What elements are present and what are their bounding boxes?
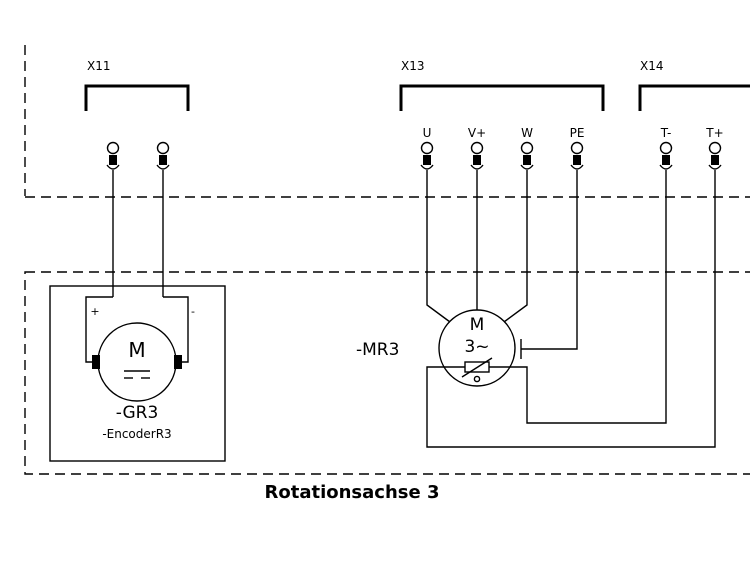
connector-x13: X13 — [399, 59, 605, 111]
axis-caption: Rotationsachse 3 — [265, 482, 440, 503]
terminal-x11-1 — [106, 141, 120, 170]
motor-symbol-m: M — [470, 315, 485, 335]
terminal-pe-label: PE — [570, 126, 585, 140]
terminal-pe — [570, 141, 584, 170]
encoder-plus-label: + — [90, 305, 99, 318]
encoder-symbol: M — [128, 338, 145, 362]
terminal-v-plus — [470, 141, 484, 170]
terminal-w — [520, 141, 534, 170]
terminal-t-plus — [708, 141, 722, 170]
controller-boundary — [24, 45, 750, 198]
terminal-t-minus — [659, 141, 673, 170]
encoder-name: -EncoderR3 — [102, 427, 171, 441]
terminal-u — [420, 141, 434, 170]
encoder-minus-label: - — [191, 305, 195, 318]
motor-symbol-3phase: 3~ — [464, 337, 489, 357]
motor-tag: -MR3 — [356, 340, 399, 360]
axis-module-boundary — [24, 271, 750, 475]
terminal-t-plus-label: T+ — [705, 126, 723, 140]
encoder-gr3: + - M -GR3 -EncoderR3 — [49, 170, 226, 462]
terminal-v-plus-label: V+ — [468, 126, 486, 140]
connector-x11-label: X11 — [87, 59, 111, 73]
connector-x11: X11 — [84, 59, 190, 111]
terminal-t-minus-label: T- — [660, 126, 672, 140]
terminal-u-label: U — [423, 126, 432, 140]
connector-x13-label: X13 — [401, 59, 425, 73]
terminal-w-label: W — [521, 126, 533, 140]
connector-x14-label: X14 — [640, 59, 664, 73]
connector-x14: X14 — [638, 59, 750, 111]
terminal-x11-2 — [156, 141, 170, 170]
encoder-tag: -GR3 — [116, 403, 159, 423]
motor-mr3: -MR3 M 3~ — [356, 170, 716, 448]
